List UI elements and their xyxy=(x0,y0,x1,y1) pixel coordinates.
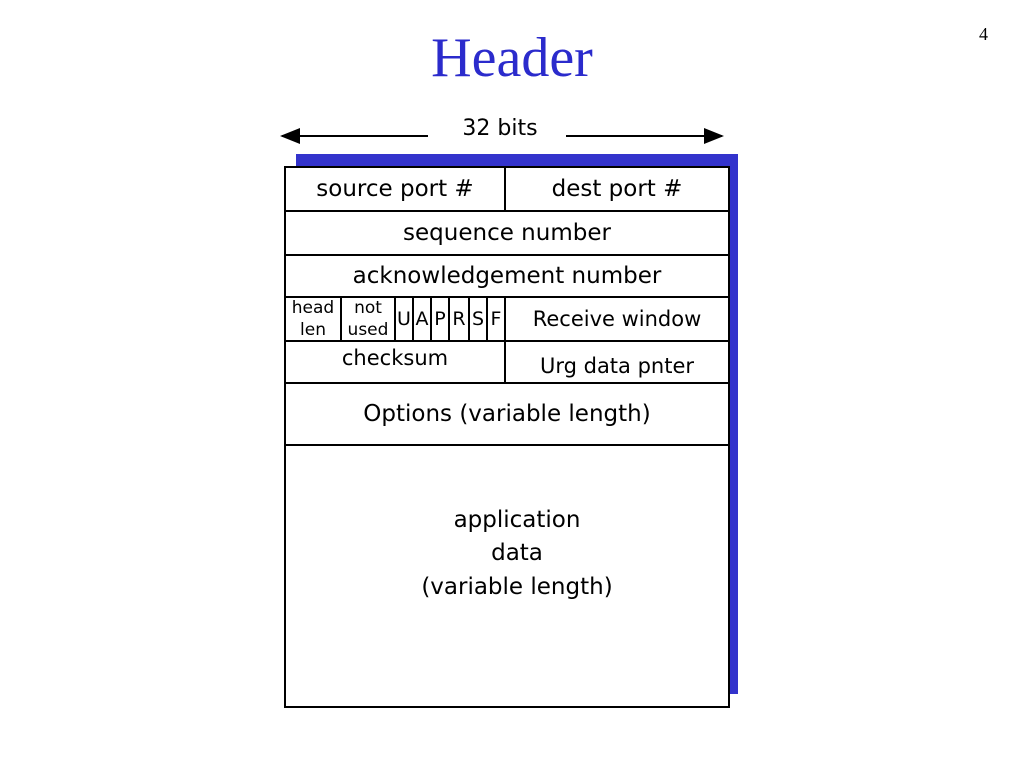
row-divider xyxy=(286,210,728,212)
row-divider xyxy=(286,444,728,446)
flag-p: P xyxy=(434,308,446,330)
flag-r: R xyxy=(452,308,466,330)
divider xyxy=(468,298,470,340)
application-data-field: application data (variable length) xyxy=(286,446,748,706)
width-arrow xyxy=(280,128,724,144)
divider xyxy=(394,298,396,340)
urg-pointer-field: Urg data pnter xyxy=(539,354,695,378)
row-divider xyxy=(286,296,728,298)
checksum-field: checksum xyxy=(341,346,449,370)
divider xyxy=(412,298,414,340)
divider xyxy=(486,298,488,340)
data-line: (variable length) xyxy=(421,573,613,600)
row-divider xyxy=(286,340,728,342)
slide-title: Header xyxy=(431,27,593,89)
divider xyxy=(430,298,432,340)
data-line: data xyxy=(491,540,543,567)
flag-a: A xyxy=(415,308,429,330)
flag-u: U xyxy=(397,308,411,330)
source-port-field: source port # xyxy=(316,176,474,202)
slide-number: 4 xyxy=(979,24,988,44)
head-len-field: head len xyxy=(291,297,335,340)
width-label: 32 bits xyxy=(462,116,538,141)
sequence-number-field: sequence number xyxy=(403,220,611,246)
dest-port-field: dest port # xyxy=(551,176,683,202)
row-divider xyxy=(286,254,728,256)
ack-number-field: acknowledgement number xyxy=(352,263,662,289)
divider xyxy=(340,298,342,340)
divider xyxy=(448,298,450,340)
divider xyxy=(504,298,506,340)
row-divider xyxy=(286,382,728,384)
not-used-field: not used xyxy=(347,297,389,340)
flag-f: F xyxy=(490,308,502,330)
divider xyxy=(504,342,506,382)
receive-window-field: Receive window xyxy=(532,307,702,331)
options-field: Options (variable length) xyxy=(363,401,651,427)
header-box: source port # dest port # sequence numbe… xyxy=(284,166,730,708)
data-line: application xyxy=(453,507,581,533)
divider xyxy=(504,168,506,210)
flag-s: S xyxy=(471,308,485,330)
